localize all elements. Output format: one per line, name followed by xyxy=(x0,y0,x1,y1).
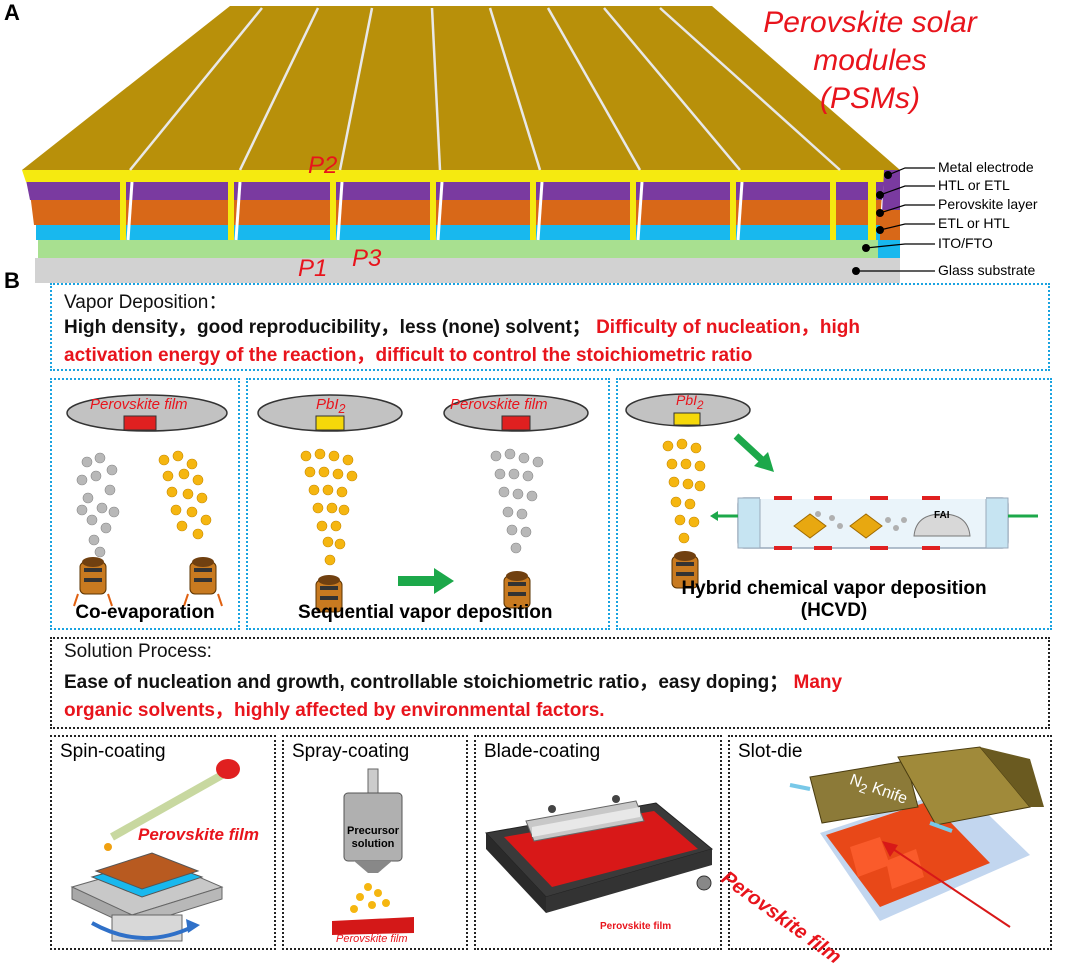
legend-dots xyxy=(852,171,892,275)
glass-substrate-layer xyxy=(35,258,880,283)
co-evap-film-label: Perovskite film xyxy=(90,396,188,413)
panel-b-label: B xyxy=(4,268,20,293)
spin-coating-title: Spin-coating xyxy=(60,741,166,762)
vapor-advantages: High density，good reproducibility，less (… xyxy=(64,317,591,338)
evaporation-source-hcvd xyxy=(671,551,699,589)
sequential-arrow-icon xyxy=(398,568,454,594)
co-evaporation-box: Perovskite film Co-evaporation xyxy=(50,378,240,630)
precursor-label: Precursor solution xyxy=(342,825,404,851)
fai-label: FAI xyxy=(934,510,950,521)
sequential-caption: Sequential vapor deposition xyxy=(298,602,553,623)
slot-die-box: Slot-die N2 Knife Perovskite film xyxy=(717,735,1052,968)
blade-coating-box: Blade-coating Perovskite film xyxy=(474,735,722,950)
yellow-edge xyxy=(22,170,888,182)
pbi2-label-1: PbI2 xyxy=(316,396,345,416)
evaporation-source-second xyxy=(503,571,531,609)
solution-advantages: Ease of nucleation and growth, controlla… xyxy=(64,672,789,693)
blade-film-label: Perovskite film xyxy=(600,921,672,932)
spray-coating-box: Spray-coating Precursor solution Perovsk… xyxy=(282,735,468,950)
perovskite-layer xyxy=(30,193,882,225)
panel-a-label: A xyxy=(4,0,20,25)
htl-layer xyxy=(26,180,884,200)
psm-module-illustration xyxy=(22,6,935,283)
vapor-drawbacks-1: Difficulty of nucleation，high xyxy=(596,317,860,338)
evaporation-source-right xyxy=(183,557,223,607)
scribe-p3-label: P3 xyxy=(352,245,382,272)
psm-title: Perovskite solar modules (PSMs) xyxy=(720,4,1020,118)
psm-title-line1: Perovskite solar modules xyxy=(763,6,977,77)
pbi2-sub-2: 2 xyxy=(697,398,704,412)
legend-ito-fto: ITO/FTO xyxy=(938,235,993,251)
spray-coating-title: Spray-coating xyxy=(292,741,410,762)
metal-electrode-layer xyxy=(22,6,900,170)
legend-etl-htl: ETL or HTL xyxy=(938,215,1010,231)
vapor-drawbacks-2: activation energy of the reaction，diffic… xyxy=(64,345,753,366)
legend-metal-electrode: Metal electrode xyxy=(938,159,1034,175)
evaporation-source-left xyxy=(73,557,113,607)
sequential-vapor-box: PbI2 Perovskite film Sequential vapor de… xyxy=(246,378,610,630)
vapor-heading: Vapor Deposition： xyxy=(64,292,228,313)
precursor-line1: Precursor xyxy=(347,825,399,837)
scribe-p2-label: P2 xyxy=(308,152,338,179)
solution-drawbacks-1: Many xyxy=(793,672,843,693)
pbi2-sub: 2 xyxy=(338,402,346,416)
slot-die-illustration xyxy=(789,746,1044,928)
evaporation-source-pbi2 xyxy=(315,575,343,613)
spin-coating-illustration xyxy=(70,759,240,942)
legend-glass: Glass substrate xyxy=(938,262,1036,278)
hcvd-box: PbI2 FAI Hybrid chemical vapor depositio… xyxy=(616,378,1052,630)
etl-layer xyxy=(36,225,880,240)
pbi2-text: PbI xyxy=(316,396,339,413)
hcvd-caption-line2: (HCVD) xyxy=(800,600,868,621)
spray-coating-illustration xyxy=(332,768,414,935)
psm-title-line2: (PSMs) xyxy=(820,82,920,115)
blade-coating-illustration xyxy=(485,795,714,913)
legend-htl-etl: HTL or ETL xyxy=(938,177,1010,193)
slot-die-title: Slot-die xyxy=(738,741,803,762)
solution-process-box: Solution Process: Ease of nucleation and… xyxy=(50,637,1050,729)
scribe-lines xyxy=(129,7,841,171)
interconnects xyxy=(120,170,876,240)
seq-film-label: Perovskite film xyxy=(450,396,548,413)
transfer-arrow-icon xyxy=(733,433,774,472)
legend-perovskite: Perovskite layer xyxy=(938,196,1038,212)
precursor-line2: solution xyxy=(351,838,395,850)
white-gaps xyxy=(126,181,744,241)
solution-heading: Solution Process: xyxy=(64,641,212,662)
co-evaporation-caption: Co-evaporation xyxy=(75,602,215,623)
spin-coating-box: Spin-coating Perovskite film xyxy=(50,735,276,950)
spray-film-label: Perovskite film xyxy=(336,933,408,945)
spin-film-label: Perovskite film xyxy=(138,825,259,844)
ito-layer xyxy=(38,240,878,258)
hcvd-illustration xyxy=(625,393,1038,589)
sequential-vapor-illustration xyxy=(257,394,589,613)
solution-drawbacks-2: organic solvents，highly affected by envi… xyxy=(64,700,605,721)
tube-furnace xyxy=(710,496,1038,550)
hcvd-caption: Hybrid chemical vapor deposition (HCVD) xyxy=(618,578,1050,622)
pbi2-text-2: PbI xyxy=(676,392,698,408)
co-evaporation-illustration xyxy=(66,394,228,607)
blade-coating-title: Blade-coating xyxy=(484,741,601,762)
hcvd-caption-line1: Hybrid chemical vapor deposition xyxy=(681,578,987,599)
legend-pointers xyxy=(856,167,935,272)
solution-line1: Ease of nucleation and growth, controlla… xyxy=(64,667,842,698)
vapor-line1: High density，good reproducibility，less (… xyxy=(64,312,860,343)
pbi2-label-2: PbI2 xyxy=(676,392,704,412)
scribe-p1-label: P1 xyxy=(298,255,328,282)
vapor-deposition-box: Vapor Deposition： High density，good repr… xyxy=(50,283,1050,371)
